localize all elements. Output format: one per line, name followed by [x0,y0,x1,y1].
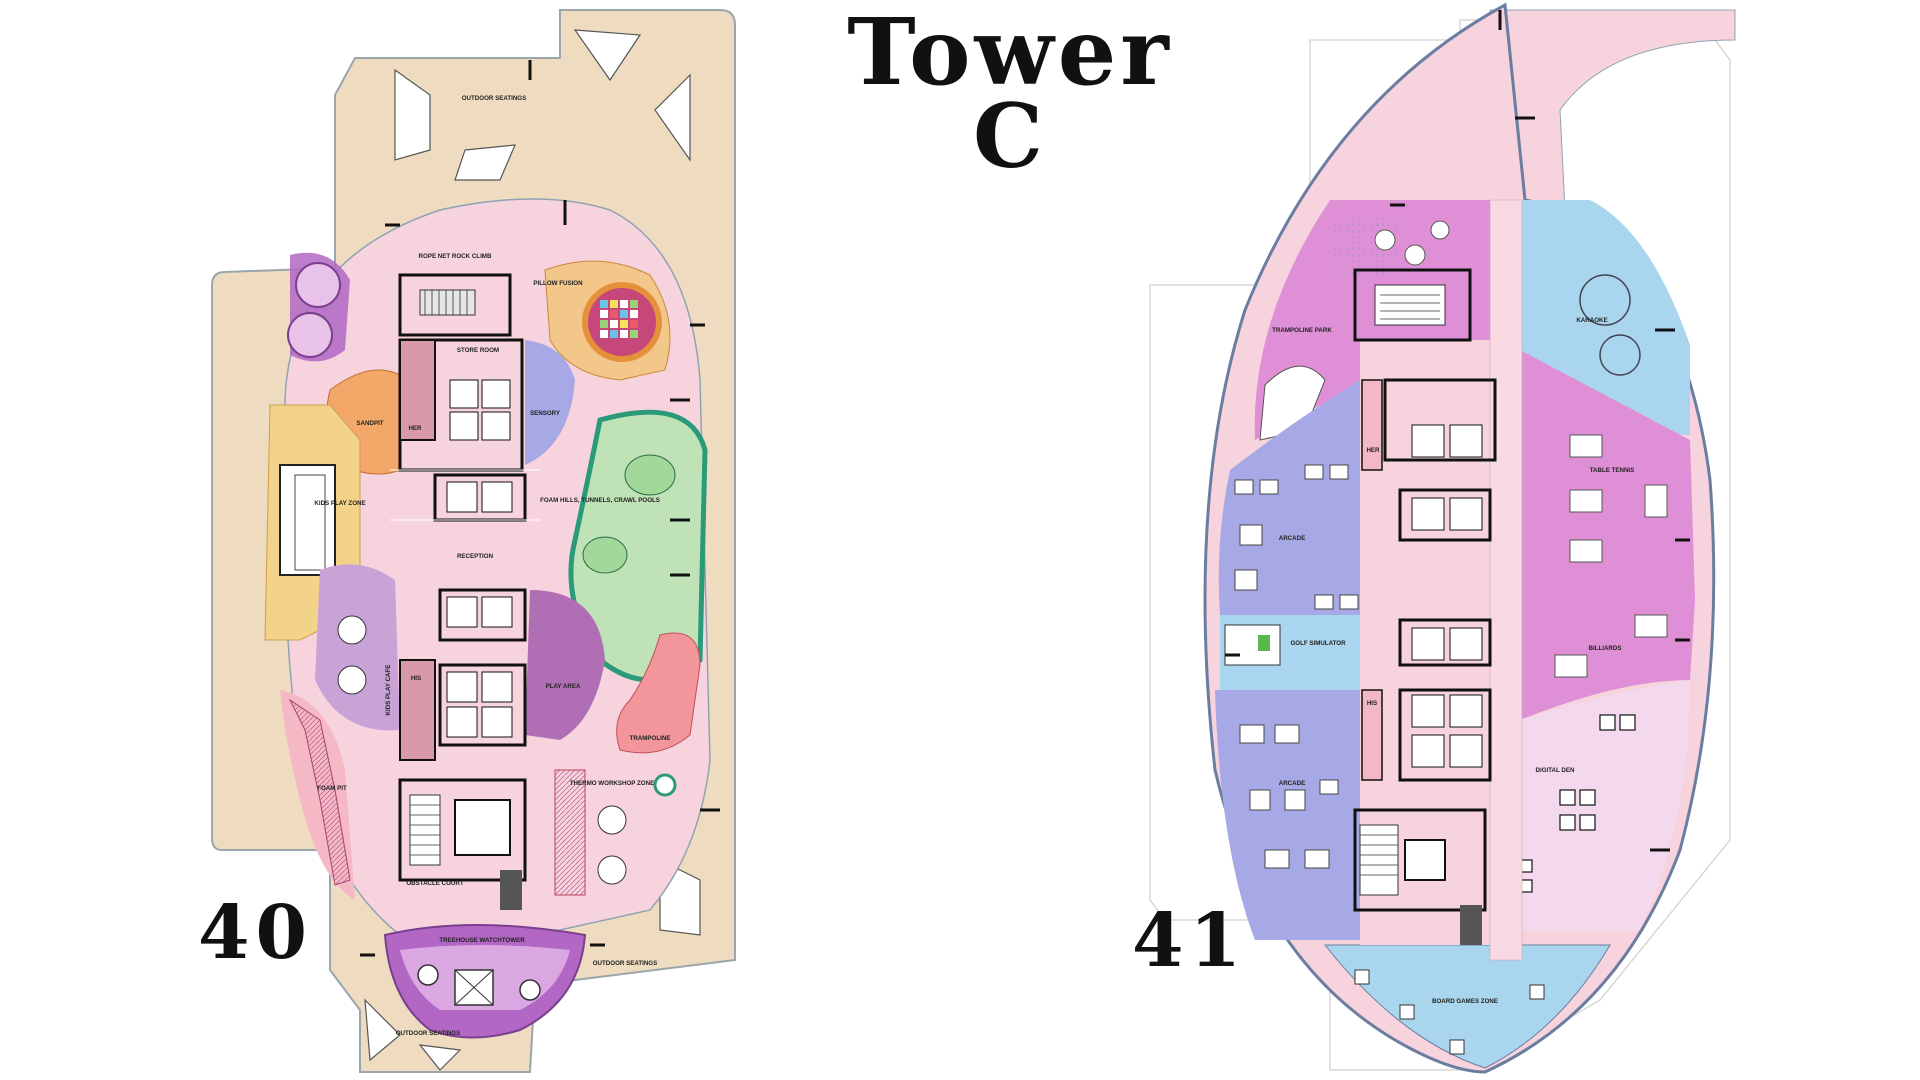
label-his: HIS [1367,700,1377,707]
trampoline-zone [616,632,701,754]
label-reception: RECEPTION [457,553,494,560]
sensory-zone [525,340,575,465]
label-rope-net: ROPE NET ROCK CLIMB [419,253,492,260]
floor-number-40: 40 [198,890,313,976]
label-board-games: BOARD GAMES ZONE [1432,998,1498,1005]
floor-41-cores [1353,268,1497,912]
arcade-bottom-zone [1215,690,1360,940]
label-karaoke: KARAOKE [1576,317,1607,324]
label-obstacle: OBSTACLE COURT [406,880,464,887]
floor-40-plan: OUTDOOR SEATINGS ROPE NET ROCK CLIMB PIL… [211,9,736,1073]
label-sandpit: SANDPIT [356,420,383,427]
label-outdoor-right: OUTDOOR SEATINGS [593,960,658,967]
digital-den-zone [1520,680,1690,930]
label-table-tennis: TABLE TENNIS [1590,467,1635,474]
label-thermo: THERMO WORKSHOP ZONE [570,780,654,787]
label-his: HIS [411,675,421,682]
label-pillow-fusion: PILLOW FUSION [533,280,583,287]
label-her: HER [1366,447,1380,454]
floor-41-plan: TRAMPOLINE PARK KARAOKE HER TABLE TENNIS… [1149,2,1736,1074]
label-play-area: PLAY AREA [546,683,581,690]
board-games-zone [1323,944,1611,1069]
label-sensory: SENSORY [530,410,561,417]
stair-core-icon [419,289,476,316]
label-outdoor-top: OUTDOOR SEATINGS [462,95,527,102]
label-kids-play-zone: KIDS PLAY ZONE [314,500,365,507]
title-line-2: C [972,84,1048,188]
label-her: HER [408,425,422,432]
table-tennis-zone [1520,350,1695,600]
label-foam-hills: FOAM HILLS, TUNNELS, CRAWL POOLS [540,497,660,504]
label-billiards: BILLIARDS [1589,645,1622,652]
label-arcade-bottom: ARCADE [1279,780,1305,787]
label-digital-den: DIGITAL DEN [1536,767,1575,774]
floor-number-41: 41 [1132,898,1247,984]
label-trampoline: TRAMPOLINE [630,735,671,742]
arcade-top-zone [1218,380,1360,615]
label-kids-play-cafe: KIDS PLAY CAFE [385,665,392,716]
label-store-room: STORE ROOM [457,347,499,354]
label-arcade-top: ARCADE [1279,535,1305,542]
play-area-zone [525,590,605,740]
label-foam-pit: FOAM PIT [317,785,347,792]
label-watchtower: TREEHOUSE WATCHTOWER [439,937,525,944]
label-outdoor-bottom: OUTDOOR SEATINGS [396,1030,461,1037]
table-icon [1519,714,1636,893]
label-trampoline-park: TRAMPOLINE PARK [1272,327,1332,334]
kids-cafe-zone [315,564,400,731]
thermo-zone [554,769,586,896]
title-line-1: Tower [847,0,1173,106]
label-golf: GOLF SIMULATOR [1290,640,1346,647]
